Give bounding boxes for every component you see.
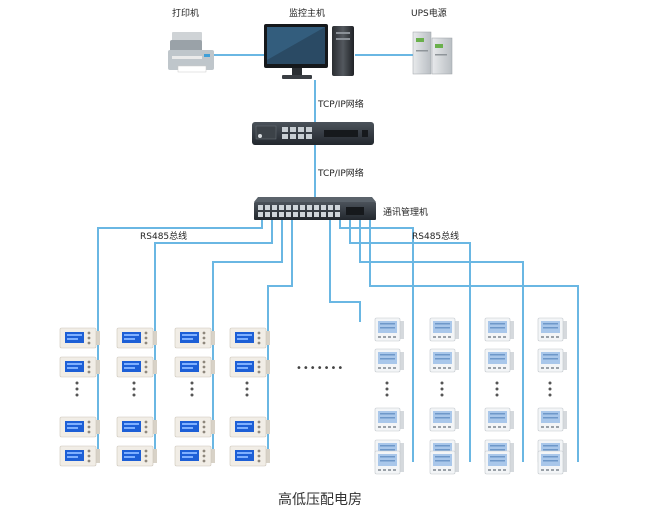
right-meter-c2-r5 <box>429 450 459 475</box>
right-meter-c4-r5 <box>537 450 567 475</box>
left-meter-c1-r2 <box>59 356 100 378</box>
host-label: 监控主机 <box>289 9 326 19</box>
rs485-left-line-4 <box>267 220 293 462</box>
rs485-right-line-4 <box>369 220 579 462</box>
left-meter-c3-r3 <box>174 416 215 438</box>
right-column-ellipsis-2 <box>440 381 444 397</box>
rs485-right-line-2 <box>349 220 471 462</box>
right-column-ellipsis-1 <box>385 381 389 397</box>
left-column-ellipsis-2 <box>132 381 136 397</box>
tcp-network-lower-label: TCP/IP网络 <box>318 169 364 179</box>
left-meter-c3-r2 <box>174 356 215 378</box>
left-meter-c4-r3 <box>229 416 270 438</box>
right-meter-c2-r2 <box>429 348 459 373</box>
left-meter-c1-r4 <box>59 445 100 467</box>
rs485-bus-right-label: RS485总线 <box>412 232 460 242</box>
left-meter-c2-r2 <box>116 356 157 378</box>
right-meter-c4-r1 <box>537 317 567 342</box>
rs485-bus-lines <box>97 220 579 462</box>
firewall-device-icon <box>252 122 374 145</box>
rs485-right-line-3 <box>359 220 524 462</box>
right-meter-c3-r5 <box>484 450 514 475</box>
right-meter-c4-r3 <box>537 407 567 432</box>
tcp-network-upper-label: TCP/IP网络 <box>318 100 364 110</box>
meter-devices <box>59 317 567 475</box>
rs485-center-line <box>329 220 361 322</box>
left-meter-c1-r3 <box>59 416 100 438</box>
left-meter-c2-r4 <box>116 445 157 467</box>
rs485-bus-left-label: RS485总线 <box>140 232 188 242</box>
ups-icon <box>412 31 453 75</box>
left-meter-c3-r4 <box>174 445 215 467</box>
more-devices-ellipsis: ••••••• <box>296 363 345 374</box>
rs485-left-line-2 <box>154 220 273 462</box>
left-meter-c3-r1 <box>174 327 215 349</box>
left-meter-c2-r3 <box>116 416 157 438</box>
left-column-ellipsis-4 <box>245 381 249 397</box>
right-meter-c2-r1 <box>429 317 459 342</box>
right-meter-c1-r2 <box>374 348 404 373</box>
right-meter-c2-r3 <box>429 407 459 432</box>
printer-label: 打印机 <box>172 9 200 19</box>
left-meter-c2-r1 <box>116 327 157 349</box>
rs485-right-line-1 <box>339 220 414 462</box>
right-meter-c1-r3 <box>374 407 404 432</box>
monitor-host-icon <box>264 24 354 79</box>
comm-manager-label: 通讯管理机 <box>383 208 429 218</box>
printer-icon <box>168 32 214 73</box>
right-meter-c3-r3 <box>484 407 514 432</box>
diagram-caption: 高低压配电房 <box>278 492 362 508</box>
top-connection-lines <box>212 54 413 200</box>
right-meter-c1-r5 <box>374 450 404 475</box>
left-meter-c1-r1 <box>59 327 100 349</box>
right-meter-c4-r2 <box>537 348 567 373</box>
left-meter-c4-r4 <box>229 445 270 467</box>
ups-label: UPS电源 <box>411 9 447 19</box>
right-meter-c1-r1 <box>374 317 404 342</box>
left-column-ellipsis-1 <box>75 381 79 397</box>
left-meter-c4-r1 <box>229 327 270 349</box>
right-meter-c3-r2 <box>484 348 514 373</box>
left-column-ellipsis-3 <box>190 381 194 397</box>
right-column-ellipsis-4 <box>548 381 552 397</box>
right-column-ellipsis-3 <box>495 381 499 397</box>
left-meter-c4-r2 <box>229 356 270 378</box>
comm-manager-switch-icon <box>254 197 376 220</box>
right-meter-c3-r1 <box>484 317 514 342</box>
